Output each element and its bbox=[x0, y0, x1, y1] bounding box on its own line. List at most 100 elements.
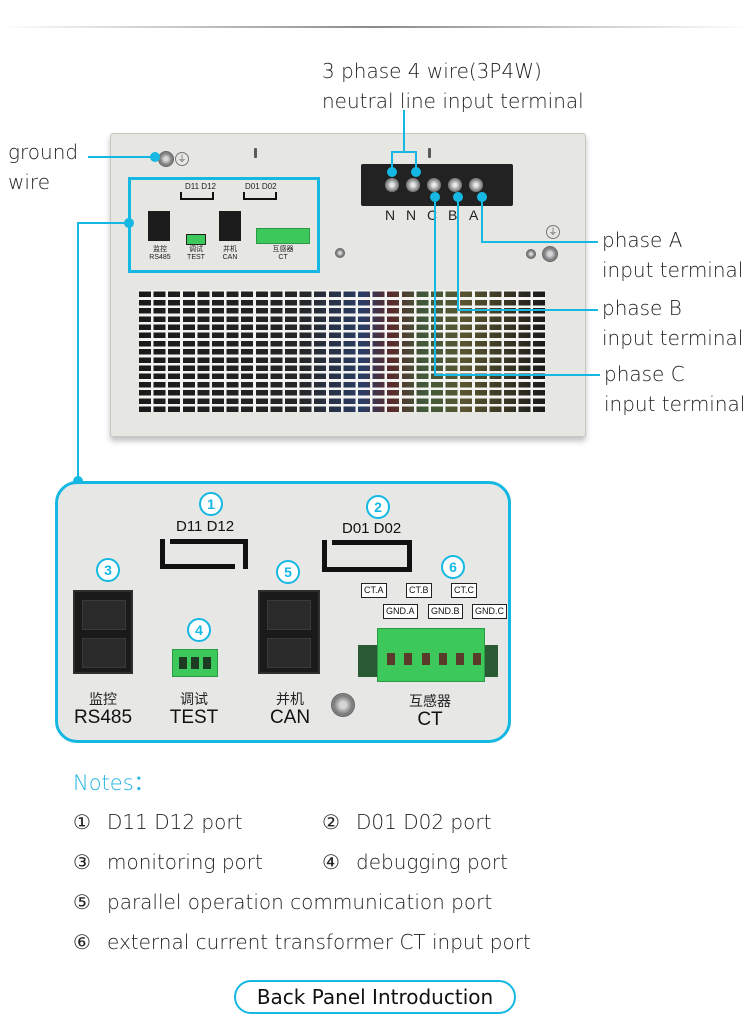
test-port bbox=[172, 649, 218, 677]
phase-b-leader-line bbox=[457, 196, 459, 310]
ground-callout-line2: wire bbox=[8, 170, 51, 194]
terminal-screw-b bbox=[448, 178, 462, 192]
d01-d02-port bbox=[322, 540, 412, 572]
test-label: TEST bbox=[169, 707, 219, 728]
terminal-screw-c bbox=[427, 178, 441, 192]
phase-c-line1: phase C bbox=[604, 362, 685, 386]
neutral-dot-1 bbox=[387, 167, 397, 177]
note-item-3: ③ monitoring port bbox=[73, 850, 263, 874]
marker-5: 5 bbox=[276, 560, 300, 584]
mini-can-port bbox=[219, 211, 241, 241]
notes-title: Notes： bbox=[73, 771, 155, 795]
terminal-label-c: C bbox=[427, 207, 438, 223]
marker-3: 3 bbox=[96, 558, 120, 582]
earth-symbol-icon: ⏚ bbox=[546, 225, 560, 239]
top-divider bbox=[0, 26, 750, 28]
note-item-1: ① D11 D12 port bbox=[73, 810, 242, 834]
ground-callout: ground wire bbox=[8, 137, 78, 197]
rs485-port bbox=[73, 590, 133, 674]
ground-screw-right bbox=[542, 246, 558, 262]
phase-b-line1: phase B bbox=[602, 296, 682, 320]
phase-a-leader-line bbox=[481, 241, 598, 243]
panel-leader-line bbox=[77, 222, 79, 482]
phase-c-leader-line bbox=[434, 374, 600, 376]
note-marker: ④ bbox=[322, 850, 340, 874]
phase-a-line2: input terminal bbox=[602, 258, 744, 282]
neutral-callout: 3 phase 4 wire(3P4W) neutral line input … bbox=[322, 56, 584, 116]
can-label: CAN bbox=[269, 707, 311, 728]
earth-symbol-icon: ⏚ bbox=[175, 152, 189, 166]
mini-d11-d12-label: D11 D12 bbox=[185, 182, 216, 191]
can-cn-label: 并机 bbox=[276, 692, 304, 708]
terminal-label-n: N bbox=[385, 207, 396, 223]
gnd-c-tag: GND.C bbox=[472, 604, 507, 619]
panel-slot bbox=[254, 148, 257, 158]
phase-a-line1: phase A bbox=[602, 228, 683, 252]
terminal-label-b: B bbox=[448, 207, 458, 223]
input-terminal-block bbox=[361, 164, 513, 206]
gnd-b-tag: GND.B bbox=[428, 604, 463, 619]
neutral-leader-branch bbox=[391, 151, 417, 153]
ground-leader-line bbox=[88, 156, 154, 158]
phase-c-callout: phase C input terminal bbox=[604, 359, 745, 419]
note-marker: ③ bbox=[73, 850, 91, 874]
mini-d11-bracket bbox=[180, 192, 214, 200]
mini-d01-d02-label: D01 D02 bbox=[245, 182, 277, 191]
terminal-screw-n1 bbox=[385, 178, 399, 192]
ct-cn-label: 互感器 bbox=[409, 694, 451, 710]
phase-a-leader-line bbox=[481, 196, 483, 242]
marker-1: 1 bbox=[199, 492, 223, 516]
mini-ct-port bbox=[256, 228, 310, 244]
ct-b-tag: CT.B bbox=[406, 583, 432, 598]
terminal-screw-a bbox=[469, 178, 483, 192]
terminal-label-n: N bbox=[406, 207, 417, 223]
panel-screw bbox=[331, 693, 355, 717]
rs485-cn-label: 监控 bbox=[89, 692, 117, 708]
neutral-callout-line2: neutral line input terminal bbox=[322, 89, 584, 113]
neutral-dot-2 bbox=[411, 167, 421, 177]
rs485-label: RS485 bbox=[73, 707, 133, 728]
marker-6: 6 bbox=[441, 555, 465, 579]
terminal-screw-n2 bbox=[406, 178, 420, 192]
note-item-6: ⑥ external current transformer CT input p… bbox=[73, 930, 531, 954]
panel-screw bbox=[526, 249, 536, 259]
note-text: external current transformer CT input po… bbox=[107, 930, 531, 954]
panel-slot bbox=[428, 148, 431, 158]
note-marker: ⑥ bbox=[73, 930, 91, 954]
phase-b-callout: phase B input terminal bbox=[602, 293, 743, 353]
can-port bbox=[258, 590, 320, 674]
phase-c-line2: input terminal bbox=[604, 392, 746, 416]
mini-d01-bracket bbox=[243, 192, 277, 200]
phase-b-leader-line bbox=[457, 309, 598, 311]
mini-rs485-port bbox=[148, 211, 170, 241]
marker-4: 4 bbox=[187, 618, 211, 642]
note-marker: ② bbox=[322, 810, 340, 834]
neutral-callout-line1: 3 phase 4 wire(3P4W) bbox=[322, 59, 542, 83]
note-item-2: ② D01 D02 port bbox=[322, 810, 491, 834]
terminal-label-a: A bbox=[469, 207, 479, 223]
note-text: monitoring port bbox=[107, 850, 263, 874]
ct-label: CT bbox=[417, 709, 443, 730]
d01-d02-label: D01 D02 bbox=[342, 520, 402, 537]
note-text: D11 D12 port bbox=[107, 810, 243, 834]
note-text: D01 D02 port bbox=[356, 810, 492, 834]
note-text: debugging port bbox=[356, 850, 508, 874]
panel-leader-line bbox=[77, 222, 129, 224]
d11-d12-label: D11 D12 bbox=[176, 518, 235, 535]
neutral-leader-branch bbox=[415, 151, 417, 172]
note-text: parallel operation communication port bbox=[107, 890, 493, 914]
section-title-pill: Back Panel Introduction bbox=[234, 980, 516, 1014]
ground-callout-line1: ground bbox=[8, 140, 79, 164]
test-cn-label: 调试 bbox=[180, 692, 208, 708]
phase-b-line2: input terminal bbox=[602, 326, 744, 350]
d11-d12-port bbox=[160, 539, 248, 569]
marker-2: 2 bbox=[366, 495, 390, 519]
note-marker: ① bbox=[73, 810, 91, 834]
panel-screw bbox=[335, 248, 345, 258]
ct-c-tag: CT.C bbox=[451, 583, 477, 598]
